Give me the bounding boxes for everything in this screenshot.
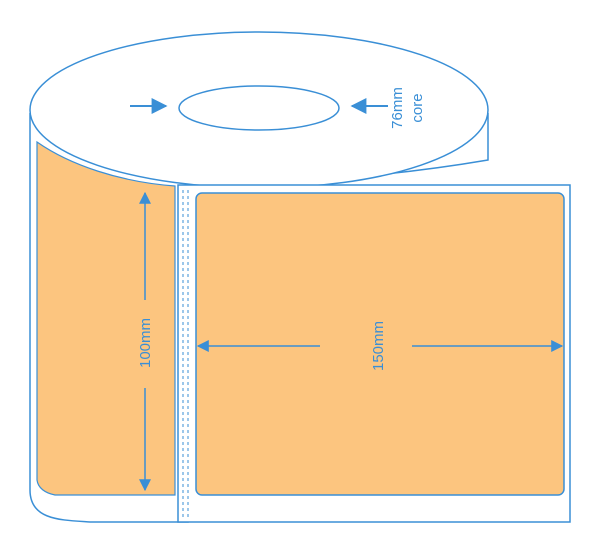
- core-size-label: 76mm: [389, 87, 406, 129]
- height-label: 100mm: [137, 318, 154, 368]
- core-word-label: core: [409, 93, 426, 122]
- width-label: 150mm: [370, 321, 387, 371]
- label-front: [195, 192, 565, 496]
- roll-core: [178, 85, 340, 131]
- label-on-roll: [36, 140, 176, 496]
